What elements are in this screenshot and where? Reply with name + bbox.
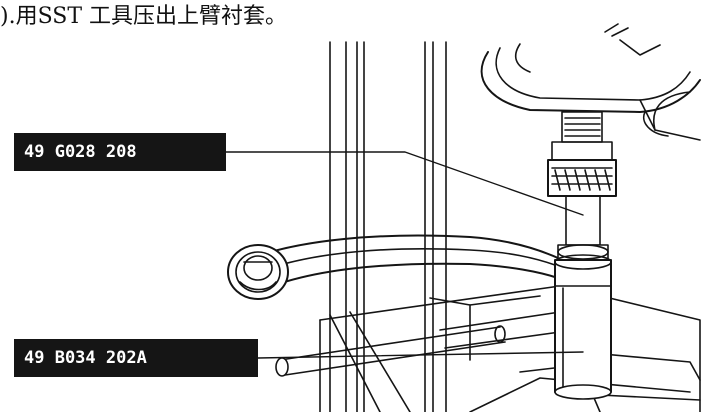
sst-upper-tool [557,195,609,261]
press-frame [329,41,447,412]
press-ram [547,111,617,197]
leader-line-top [225,151,584,216]
press-base [319,285,701,412]
press-round-bar [275,325,506,377]
callout-label-upper-tool: 49 G028 208 [14,133,226,171]
sst-lower-tool [554,254,612,400]
leader-line-bottom [257,351,584,359]
upper-control-arm [227,234,559,300]
callout-label-lower-tool: 49 B034 202A [14,339,258,377]
leader-lines [225,151,584,359]
instruction-heading: ).用SST 工具压出上臂衬套。 [0,4,287,29]
press-yoke [480,23,701,141]
